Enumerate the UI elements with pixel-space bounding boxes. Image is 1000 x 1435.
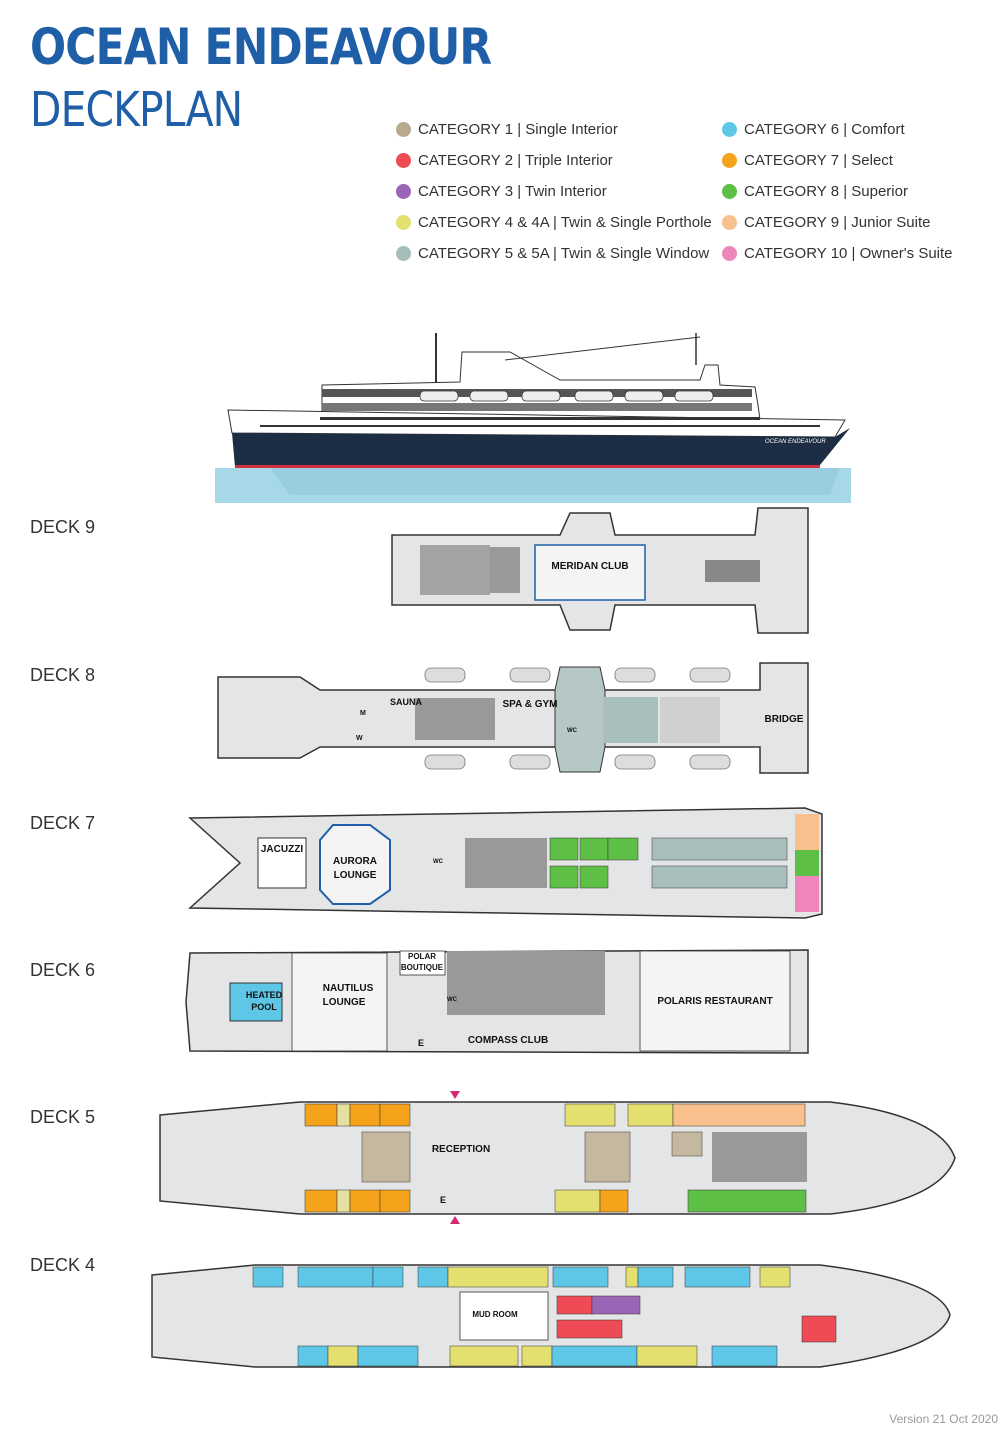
legend-item-category-1: CATEGORY 1 | Single Interior [396, 114, 712, 145]
polar-boutique-label-2: BOUTIQUE [401, 963, 444, 972]
men-wc-label: M [360, 710, 366, 717]
elevator-label: E [418, 1038, 424, 1048]
legend-label: CATEGORY 3 | Twin Interior [418, 183, 607, 200]
legend-label: CATEGORY 10 | Owner's Suite [744, 245, 953, 262]
deck-9-label: DECK 9 [30, 517, 96, 537]
deck-4-label: DECK 4 [30, 1255, 96, 1275]
category-1-swatch [396, 122, 411, 137]
aurora-label-2: LOUNGE [334, 870, 377, 881]
ship-name-label: OCEAN ENDEAVOUR [765, 439, 826, 445]
deck-7-label: DECK 7 [30, 813, 96, 833]
category-9-swatch [722, 215, 737, 230]
legend-label: CATEGORY 5 & 5A | Twin & Single Window [418, 245, 710, 262]
heated-pool-label-2: POOL [251, 1002, 277, 1012]
legend-item-category-10: CATEGORY 10 | Owner's Suite [722, 238, 953, 269]
legend-item-category-5: CATEGORY 5 & 5A | Twin & Single Window [396, 238, 712, 269]
version-note: Version 21 Oct 2020 [889, 1412, 998, 1426]
category-7-swatch [722, 153, 737, 168]
polar-boutique-area [399, 950, 446, 976]
category-8-swatch [722, 184, 737, 199]
legend-item-category-2: CATEGORY 2 | Triple Interior [396, 145, 712, 176]
legend-label: CATEGORY 6 | Comfort [744, 121, 905, 138]
legend-column-right: CATEGORY 6 | Comfort CATEGORY 7 | Select… [722, 114, 953, 269]
nautilus-lounge-area [291, 952, 388, 1052]
category-10-swatch [722, 246, 737, 261]
hull-lower [232, 428, 850, 467]
legend-label: CATEGORY 8 | Superior [744, 183, 908, 200]
category-3-swatch [396, 184, 411, 199]
meridan-club-area [534, 544, 646, 601]
deck-8-plan: SPA & GYM BRIDGE SAUNA M W WC [217, 662, 809, 774]
legend-label: CATEGORY 1 | Single Interior [418, 121, 618, 138]
women-wc-label: W [356, 735, 363, 742]
category-6-swatch [722, 122, 737, 137]
legend-column-left: CATEGORY 1 | Single Interior CATEGORY 2 … [396, 114, 712, 269]
category-5-swatch [396, 246, 411, 261]
spa-gym-area [554, 666, 606, 773]
legend-item-category-8: CATEGORY 8 | Superior [722, 176, 953, 207]
legend-item-category-6: CATEGORY 6 | Comfort [722, 114, 953, 145]
legend-item-category-9: CATEGORY 9 | Junior Suite [722, 207, 953, 238]
ship-profile-illustration: OCEAN ENDEAVOUR [215, 333, 851, 503]
deck-9-plan: MERIDAN CLUB [391, 507, 809, 634]
wc-label: WC [447, 997, 458, 1003]
mud-room-area [459, 1291, 549, 1341]
wc-label: WC [567, 728, 578, 734]
aurora-lounge-area [319, 824, 391, 905]
deck-6-plan: HEATED POOL NAUTILUS LOUNGE POLAR BOUTIQ… [185, 949, 809, 1054]
category-2-swatch [396, 153, 411, 168]
deck-5-plan: RECEPTION E [159, 1091, 956, 1224]
legend-label: CATEGORY 2 | Triple Interior [418, 152, 613, 169]
mud-room-label: MUD ROOM [472, 1310, 518, 1319]
polaris-restaurant-label: POLARIS RESTAURANT [657, 996, 772, 1007]
wc-label: WC [433, 859, 444, 865]
sauna-label: SAUNA [390, 697, 423, 707]
nautilus-label-1: NAUTILUS [323, 983, 374, 994]
jacuzzi-label: JACUZZI [261, 844, 303, 855]
deck-7-plan: JACUZZI AURORA LOUNGE WC [188, 807, 823, 919]
legend-label: CATEGORY 9 | Junior Suite [744, 214, 931, 231]
nautilus-label-2: LOUNGE [323, 997, 366, 1008]
legend-item-category-7: CATEGORY 7 | Select [722, 145, 953, 176]
jacuzzi-area [257, 837, 307, 889]
polaris-restaurant-area [639, 950, 791, 1052]
reception-label: RECEPTION [432, 1144, 490, 1155]
legend-label: CATEGORY 7 | Select [744, 152, 893, 169]
page-title: OCEAN ENDEAVOUR [30, 18, 492, 76]
heated-pool-label-1: HEATED [246, 990, 283, 1000]
heated-pool-area [229, 982, 283, 1022]
deck-5-label: DECK 5 [30, 1107, 96, 1127]
polar-boutique-label-1: POLAR [408, 952, 436, 961]
legend-item-category-4: CATEGORY 4 & 4A | Twin & Single Porthole [396, 207, 712, 238]
category-4-swatch [396, 215, 411, 230]
elevator-label: E [440, 1195, 446, 1205]
bridge-label: BRIDGE [765, 714, 804, 725]
meridan-club-label: MERIDAN CLUB [551, 561, 628, 572]
deck-6-label: DECK 6 [30, 960, 96, 980]
deck-8-label: DECK 8 [30, 665, 96, 685]
legend-label: CATEGORY 4 & 4A | Twin & Single Porthole [418, 214, 712, 231]
aurora-label-1: AURORA [333, 856, 377, 867]
legend-item-category-3: CATEGORY 3 | Twin Interior [396, 176, 712, 207]
deck-4-plan: MUD ROOM [151, 1264, 951, 1368]
page-subtitle: DECKPLAN [30, 82, 243, 138]
spa-gym-label: SPA & GYM [502, 699, 557, 710]
compass-club-label: COMPASS CLUB [468, 1035, 548, 1046]
